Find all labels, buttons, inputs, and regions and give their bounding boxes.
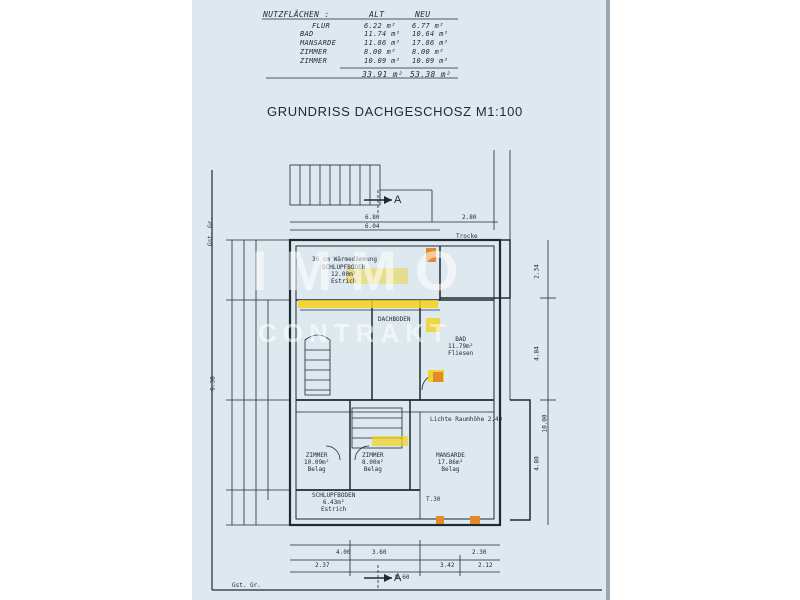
table-row-neu: 6.77 m² [412,22,444,30]
room-label: ZIMMER 10.09m² Belag [304,452,329,473]
room-label: ZIMMER 8.00m² Belag [362,452,384,473]
room-area: 8.00m² [362,459,384,466]
section-mark-top: A [394,194,402,206]
table-header-alt: ALT [369,10,385,19]
room-area: 12.00m² [331,271,357,278]
room-name: SCHLUPFBODEN [312,492,356,499]
dim-top-1: 6.80 [365,214,380,221]
room-name: MANSARDE [436,452,465,459]
room-name: SCHLUPFBODEN [322,264,366,271]
room-label: BAD 11.79m² Fliesen [448,336,473,357]
table-row-alt: 8.00 m² [364,48,396,56]
ground-label-left: Gst. Gr. [206,217,214,246]
room-note: Estrich [331,278,357,285]
room-label: MANSARDE 17.86m² Belag [436,452,465,473]
room-name: ZIMMER [305,452,328,459]
table-row-alt: 6.22 m² [364,22,396,30]
table-row-alt: 11.74 m² [364,30,401,38]
room-note: Belag [363,466,382,473]
table-row-neu: 8.00 m² [412,48,444,56]
room-label: SCHLUPFBODEN 6.43m² Estrich [312,492,355,513]
table-total-alt: 33.91 m² [362,70,403,79]
table-row-alt: 10.09 m² [364,57,401,65]
table-row-name: ZIMMER [300,48,328,56]
room-name: DACHBODEN [378,316,411,323]
dry-label: Trocke [456,233,478,240]
table-row-neu: 10.09 m² [412,57,449,65]
dim-bottom-1: 4.00 [336,549,351,556]
table-row-name: FLUR [312,22,331,30]
plan-title: GRUNDRISS DACHGESCHOSZ M1:100 [267,104,523,119]
table-row-alt: 11.86 m² [364,39,401,47]
table-row-neu: 10.64 m² [412,30,449,38]
door-rating-label: T.30 [426,496,441,503]
dim-right-4: 4.80 [533,456,541,471]
dim-right-1: 2.34 [533,264,541,279]
sheet-edge [606,0,610,600]
room-label: SCHLUPFBODEN 12.00m² Estrich [322,264,365,285]
dim-bottom-6: 2.12 [478,562,493,569]
dim-top-2: 6.04 [365,223,380,230]
ground-label-bottom: Gst. Gr. [232,582,261,589]
section-mark-bottom: A [394,572,402,584]
table-row-name: MANSARDE [300,39,337,47]
room-area: 11.79m² [448,343,474,350]
dim-bottom-5: 3.42 [440,562,455,569]
room-note: Estrich [321,506,347,513]
table-header-name: NUTZFLÄCHEN : [263,10,330,19]
room-note: Belag [307,466,326,473]
dim-total: 9.60 [395,574,410,581]
dim-right-2: 4.84 [533,346,541,361]
dim-left-1: 6.38 [209,376,217,391]
insulation-note: 36 cm Wärmedämmung [312,256,378,263]
room-name: ZIMMER [362,452,384,459]
ceiling-height-note: Lichte Raumhöhe 2.40 [430,416,503,423]
room-area: 6.43m² [322,499,345,506]
room-area: 17.86m² [437,459,464,466]
room-label: DACHBODEN [378,316,411,323]
watermark-line2: CONTRAKT [258,318,452,348]
room-note: Fliesen [448,350,474,357]
table-row-name: BAD [300,30,314,38]
table-total-neu: 53.38 m² [410,70,451,79]
room-area: 10.09m² [304,459,330,466]
table-header-neu: NEU [415,10,431,19]
dim-bottom-3: 2.30 [472,549,487,556]
dim-top-3: 2.80 [462,214,477,221]
room-name: BAD [455,336,467,343]
watermark-line1: IMMO [252,239,477,302]
dim-right-3: 10.00 [541,414,549,433]
dim-bottom-4: 2.37 [315,562,330,569]
room-note: Belag [441,466,460,473]
table-row-neu: 17.86 m² [412,39,449,47]
table-row-name: ZIMMER [300,57,328,65]
dim-bottom-2: 3.60 [372,549,387,556]
